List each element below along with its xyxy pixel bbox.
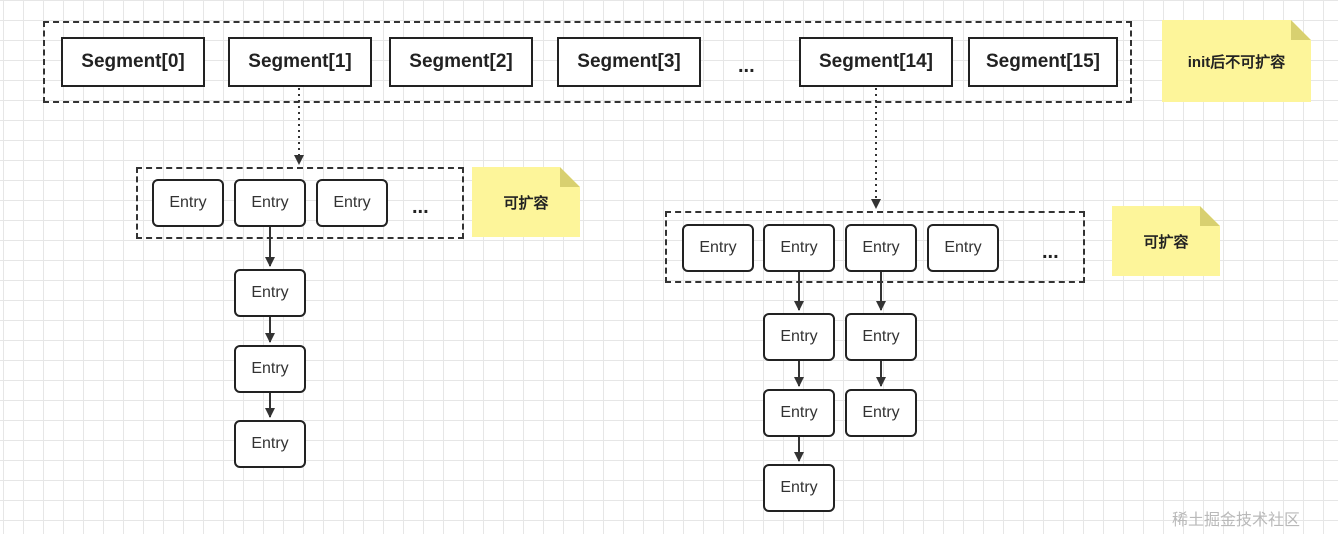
right-table-ellipsis: ... bbox=[1042, 241, 1059, 263]
entry: Entry bbox=[316, 179, 388, 227]
entry: Entry bbox=[763, 464, 835, 512]
segment-1: Segment[1] bbox=[228, 37, 372, 87]
entry: Entry bbox=[152, 179, 224, 227]
entry: Entry bbox=[682, 224, 754, 272]
entry: Entry bbox=[845, 313, 917, 361]
entry: Entry bbox=[845, 224, 917, 272]
segment-array-container bbox=[43, 21, 1132, 103]
segment-14: Segment[14] bbox=[799, 37, 953, 87]
entry: Entry bbox=[845, 389, 917, 437]
note-right-text: 可扩容 bbox=[1143, 233, 1189, 251]
entry: Entry bbox=[927, 224, 999, 272]
right-entry-table-container bbox=[665, 211, 1085, 283]
note-left-text: 可扩容 bbox=[503, 194, 549, 212]
entry: Entry bbox=[234, 420, 306, 468]
entry: Entry bbox=[234, 345, 306, 393]
note-init-not-resizable: init后不可扩容 bbox=[1162, 20, 1311, 102]
entry: Entry bbox=[763, 313, 835, 361]
entry: Entry bbox=[763, 224, 835, 272]
segment-15: Segment[15] bbox=[968, 37, 1118, 87]
entry: Entry bbox=[763, 389, 835, 437]
note-top-text: init后不可扩容 bbox=[1187, 53, 1286, 71]
segment-3: Segment[3] bbox=[557, 37, 701, 87]
left-table-ellipsis: ... bbox=[412, 196, 429, 218]
segment-0: Segment[0] bbox=[61, 37, 205, 87]
left-entry-table-container bbox=[136, 167, 464, 239]
entry: Entry bbox=[234, 269, 306, 317]
segment-2: Segment[2] bbox=[389, 37, 533, 87]
note-left-resizable: 可扩容 bbox=[472, 167, 580, 237]
watermark: 稀土掘金技术社区 bbox=[1172, 512, 1301, 529]
segment-ellipsis: ... bbox=[738, 55, 755, 77]
entry: Entry bbox=[234, 179, 306, 227]
